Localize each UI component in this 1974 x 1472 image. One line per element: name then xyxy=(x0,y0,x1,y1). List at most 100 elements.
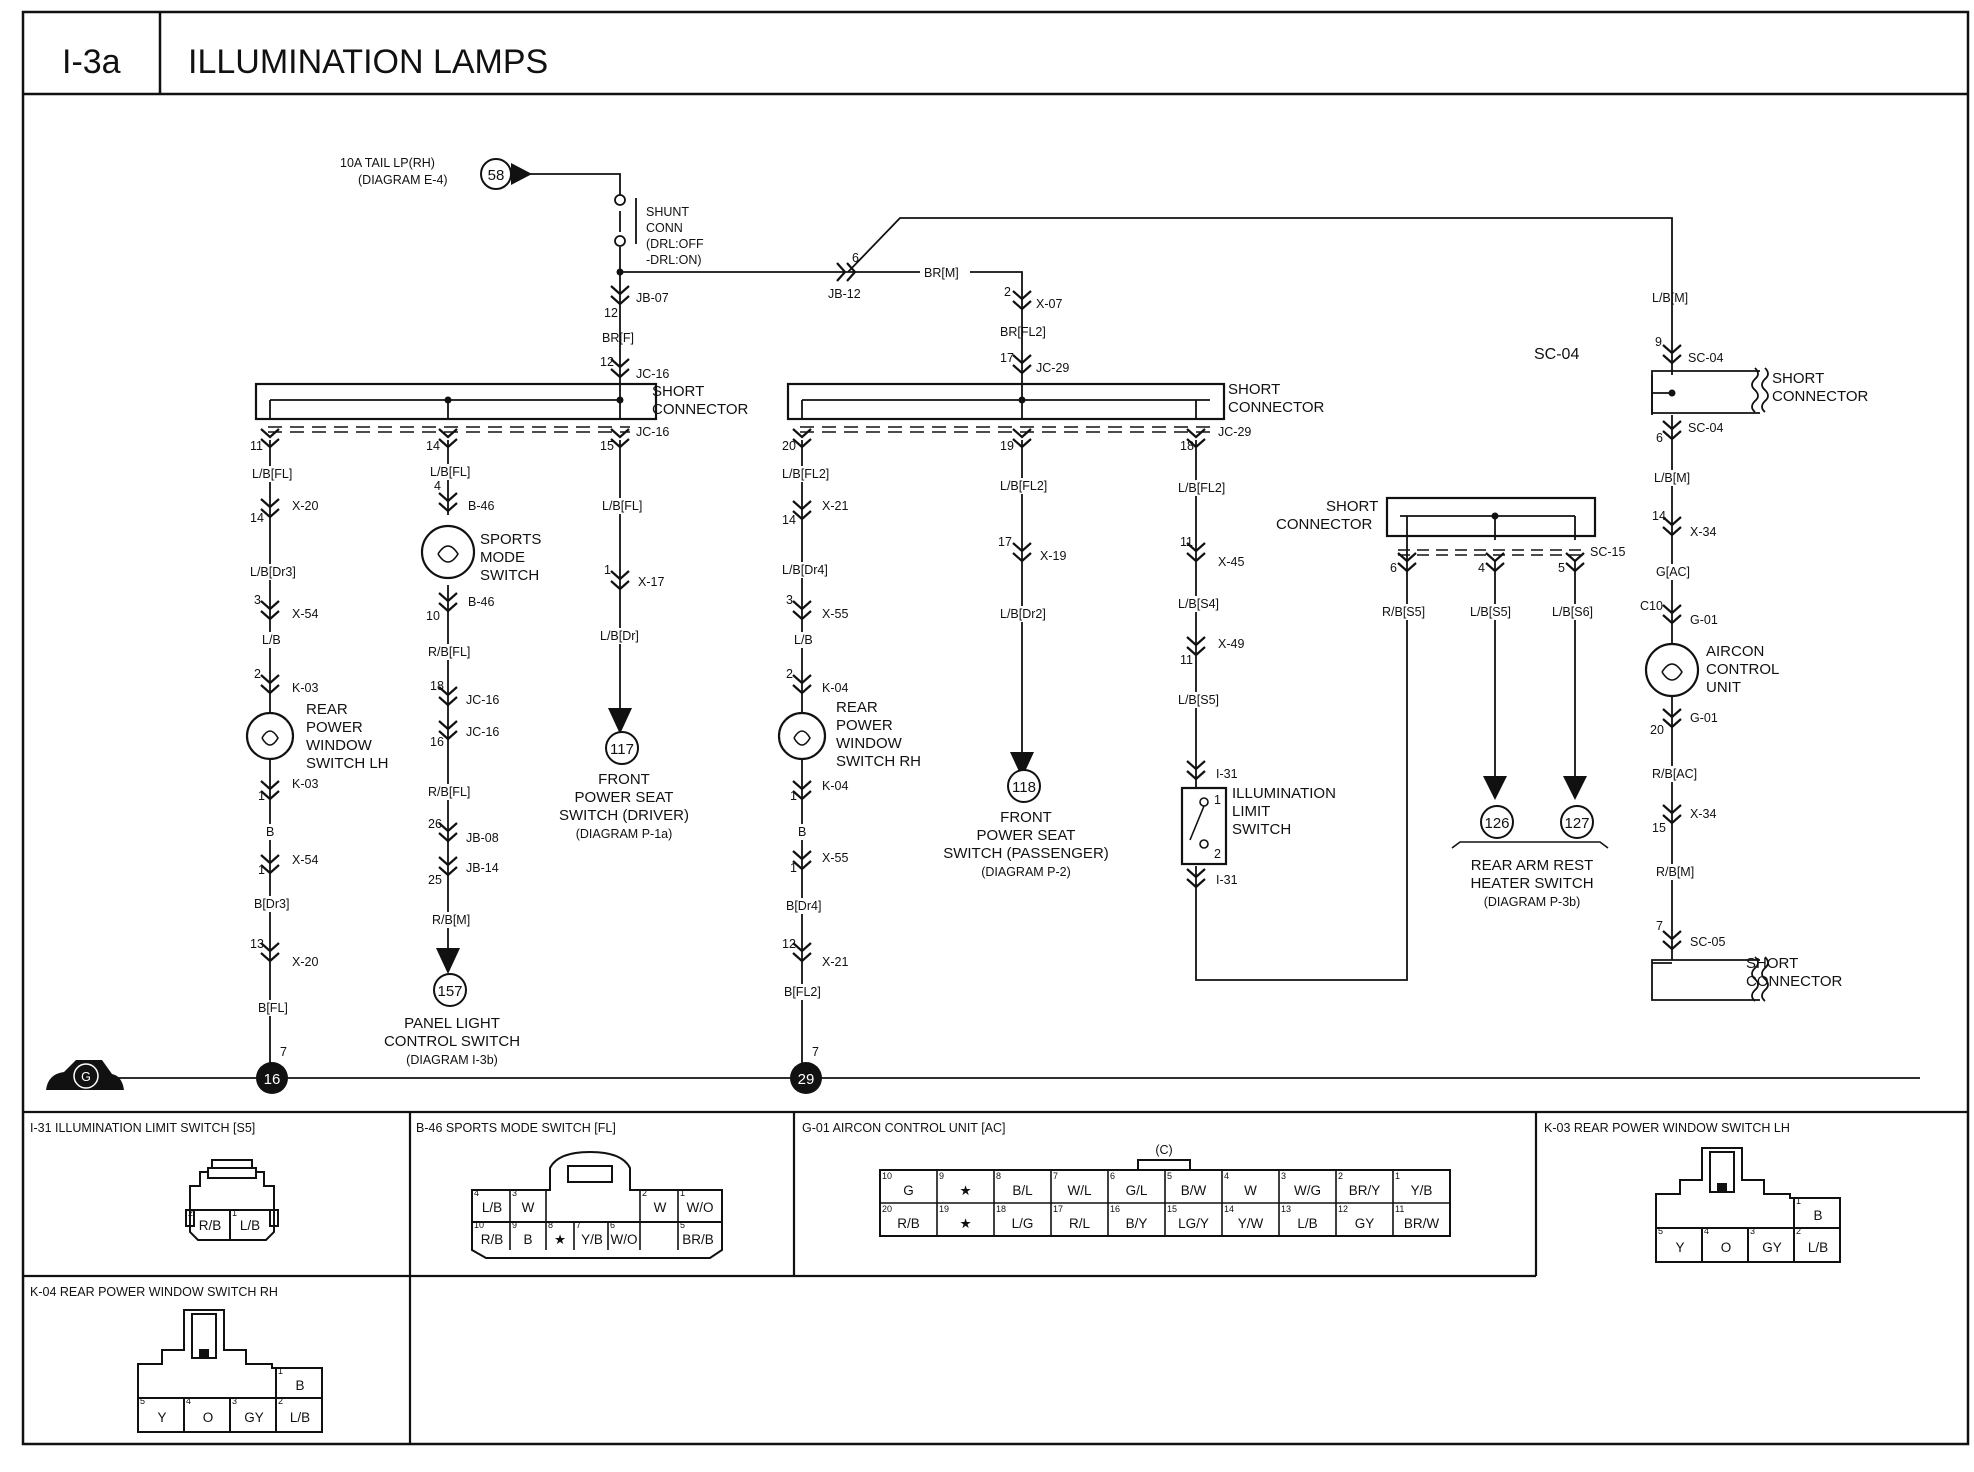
svg-text:W: W xyxy=(522,1200,535,1215)
g01-pin-number: 11 xyxy=(1395,1204,1404,1214)
g01-pin-wire: L/G xyxy=(1012,1216,1034,1231)
svg-text:3: 3 xyxy=(1750,1226,1755,1236)
diagram-title: ILLUMINATION LAMPS xyxy=(188,43,548,81)
svg-text:REAR ARM REST: REAR ARM REST xyxy=(1471,857,1594,874)
svg-text:G-01: G-01 xyxy=(1690,613,1718,627)
svg-text:18: 18 xyxy=(1180,439,1194,453)
svg-text:X-54: X-54 xyxy=(292,607,318,621)
svg-text:58: 58 xyxy=(488,167,505,184)
g01-pin-wire: W/L xyxy=(1067,1183,1091,1198)
svg-text:1: 1 xyxy=(232,1208,237,1218)
g01-pin-number: 13 xyxy=(1281,1204,1291,1214)
svg-text:R/B: R/B xyxy=(481,1232,504,1247)
g01-pin-number: 12 xyxy=(1338,1204,1348,1214)
svg-text:7: 7 xyxy=(1656,919,1663,933)
svg-text:14: 14 xyxy=(782,513,796,527)
svg-text:L/B[Dr3]: L/B[Dr3] xyxy=(250,565,296,579)
svg-text:K-03 REAR POWER WINDOW SWITCH: K-03 REAR POWER WINDOW SWITCH LH xyxy=(1544,1121,1790,1135)
svg-text:1: 1 xyxy=(258,863,265,877)
g01-pin-number: 8 xyxy=(996,1171,1001,1181)
svg-text:JC-16: JC-16 xyxy=(636,425,669,439)
svg-text:20: 20 xyxy=(782,439,796,453)
svg-text:SWITCH: SWITCH xyxy=(1232,821,1291,838)
svg-text:4: 4 xyxy=(1478,561,1485,575)
svg-text:SHORT: SHORT xyxy=(1326,498,1378,515)
svg-text:1: 1 xyxy=(278,1366,283,1376)
svg-text:B[Dr4]: B[Dr4] xyxy=(786,899,821,913)
g01-pin-wire: W/G xyxy=(1294,1183,1321,1198)
g01-pin-wire: LG/Y xyxy=(1178,1216,1209,1231)
g01-pin-number: 16 xyxy=(1110,1204,1120,1214)
svg-text:K-03: K-03 xyxy=(292,681,318,695)
svg-text:L/B[S4]: L/B[S4] xyxy=(1178,597,1219,611)
svg-text:SPORTS: SPORTS xyxy=(480,531,541,548)
svg-text:L/B: L/B xyxy=(262,633,281,647)
g01-pin-wire: BR/Y xyxy=(1349,1183,1381,1198)
top-wire-labels: 12 JB-07 BR[F] 12 JC-16 6 JB-12 BR[M] 2 … xyxy=(600,251,1723,381)
svg-text:W: W xyxy=(654,1200,667,1215)
ground-splice-16 xyxy=(256,1062,288,1094)
g01-pin-wire: B/L xyxy=(1012,1183,1033,1198)
svg-text:JC-29: JC-29 xyxy=(1218,425,1251,439)
svg-text:CONNECTOR: CONNECTOR xyxy=(1772,388,1869,405)
svg-text:POWER SEAT: POWER SEAT xyxy=(977,827,1076,844)
circuit-rear-window-lh: 11 L/B[FL] 14X-20 L/B[Dr3] 3X-54 L/B 2K-… xyxy=(245,427,389,1094)
svg-text:16: 16 xyxy=(264,1071,281,1088)
svg-text:R/B[S5]: R/B[S5] xyxy=(1382,605,1425,619)
svg-text:L/B[M]: L/B[M] xyxy=(1654,471,1690,485)
svg-text:X-45: X-45 xyxy=(1218,555,1244,569)
ground-splice-29 xyxy=(790,1062,822,1094)
svg-text:(DIAGRAM P-2): (DIAGRAM P-2) xyxy=(981,865,1071,879)
svg-text:SHORT: SHORT xyxy=(1228,381,1280,398)
svg-text:-DRL:ON): -DRL:ON) xyxy=(646,253,702,267)
svg-text:9: 9 xyxy=(1655,335,1662,349)
svg-text:POWER SEAT: POWER SEAT xyxy=(575,789,674,806)
g01-pin-wire: B/W xyxy=(1181,1183,1207,1198)
svg-text:7: 7 xyxy=(280,1045,287,1059)
svg-text:6: 6 xyxy=(1656,431,1663,445)
svg-text:GY: GY xyxy=(1762,1240,1782,1255)
connector-b46: B-46 SPORTS MODE SWITCH [FL] 4 L/B 3 W 2… xyxy=(416,1121,723,1259)
svg-text:5: 5 xyxy=(1658,1226,1663,1236)
svg-text:SWITCH LH: SWITCH LH xyxy=(306,755,389,772)
g01-pin-number: 5 xyxy=(1167,1171,1172,1181)
svg-text:10A TAIL LP(RH): 10A TAIL LP(RH) xyxy=(340,156,435,170)
svg-text:L/B: L/B xyxy=(482,1200,502,1215)
svg-text:X-55: X-55 xyxy=(822,607,848,621)
svg-text:JB-07: JB-07 xyxy=(636,291,669,305)
svg-text:SWITCH (DRIVER): SWITCH (DRIVER) xyxy=(559,807,689,824)
svg-text:25: 25 xyxy=(428,873,442,887)
svg-text:20: 20 xyxy=(1650,723,1664,737)
svg-text:B-46: B-46 xyxy=(468,499,494,513)
svg-text:UNIT: UNIT xyxy=(1706,679,1741,696)
svg-text:R/B: R/B xyxy=(199,1218,222,1233)
svg-text:3: 3 xyxy=(786,593,793,607)
svg-text:X-07: X-07 xyxy=(1036,297,1062,311)
svg-text:(DIAGRAM P-3b): (DIAGRAM P-3b) xyxy=(1484,895,1581,909)
g01-pin-wire: W xyxy=(1244,1183,1257,1198)
g01-pin-number: 17 xyxy=(1053,1204,1063,1214)
svg-text:SWITCH (PASSENGER): SWITCH (PASSENGER) xyxy=(943,845,1109,862)
svg-text:6: 6 xyxy=(852,251,859,265)
svg-text:(C): (C) xyxy=(1155,1143,1172,1157)
g01-pin-wire: BR/W xyxy=(1404,1216,1440,1231)
svg-text:14: 14 xyxy=(426,439,440,453)
svg-text:B: B xyxy=(1813,1208,1822,1223)
svg-text:B: B xyxy=(523,1232,532,1247)
svg-text:I-31 ILLUMINATION LIMIT SWITCH: I-31 ILLUMINATION LIMIT SWITCH [S5] xyxy=(30,1121,255,1135)
g01-pin-number: 4 xyxy=(1224,1171,1229,1181)
svg-text:I-31: I-31 xyxy=(1216,873,1238,887)
svg-text:X-49: X-49 xyxy=(1218,637,1244,651)
g01-pin-number: 20 xyxy=(882,1204,892,1214)
svg-text:POWER: POWER xyxy=(836,717,893,734)
svg-text:ILLUMINATION: ILLUMINATION xyxy=(1232,785,1336,802)
shunt-connector: SHUNT CONN (DRL:OFF -DRL:ON) xyxy=(614,194,704,267)
svg-text:SC-15: SC-15 xyxy=(1590,545,1625,559)
svg-text:G-01 AIRCON CONTROL UNIT [AC]: G-01 AIRCON CONTROL UNIT [AC] xyxy=(802,1121,1006,1135)
svg-text:(DIAGRAM P-1a): (DIAGRAM P-1a) xyxy=(576,827,673,841)
svg-text:B[FL]: B[FL] xyxy=(258,1001,288,1015)
circuit-rear-window-rh: 20 L/B[FL2] 14X-21 L/B[Dr4] 3X-55 L/B 2K… xyxy=(777,427,921,1094)
svg-text:L/B[S6]: L/B[S6] xyxy=(1552,605,1593,619)
svg-text:L/B[Dr2]: L/B[Dr2] xyxy=(1000,607,1046,621)
